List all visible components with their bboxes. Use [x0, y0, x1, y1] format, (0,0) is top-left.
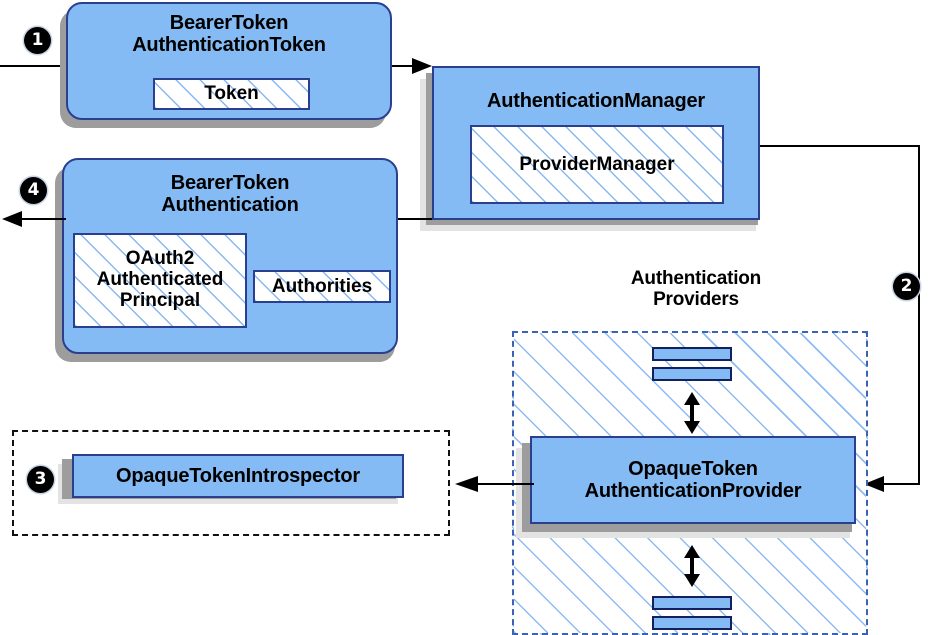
provider-stack-bottom-bar-1 — [652, 596, 732, 610]
title-line-1: OpaqueToken — [628, 457, 758, 480]
provider-manager-label: ProviderManager — [519, 153, 675, 175]
connector-manager-to-bearer-authentication — [396, 218, 432, 220]
connector-authentication-out-arrowhead — [2, 211, 22, 227]
bearer-token-authentication-token-box[interactable]: BearerToken AuthenticationToken Token — [66, 2, 392, 120]
principal-line-2: Authenticated — [96, 269, 224, 291]
connector-authentication-out-line — [10, 218, 66, 220]
title-line-1: BearerToken — [170, 172, 290, 194]
connector-manager-down-segment — [918, 145, 920, 485]
title-line-2: AuthenticationProvider — [584, 480, 802, 502]
badge-2: 2 — [893, 273, 920, 300]
opaque-token-introspector-container[interactable] — [12, 430, 450, 536]
token-inner-box[interactable]: Token — [153, 78, 310, 110]
opaque-token-introspector-box[interactable]: OpaqueTokenIntrospector — [72, 454, 404, 498]
title-line-2: Authentication — [161, 194, 299, 217]
badge-1-label: 1 — [31, 30, 44, 50]
connector-token-to-manager-line — [392, 65, 418, 67]
token-label: Token — [204, 83, 259, 104]
authorities-label: Authorities — [271, 275, 373, 297]
opaque-token-introspector-title: OpaqueTokenIntrospector — [116, 464, 360, 487]
caption-line-2: Providers — [653, 289, 739, 311]
principal-line-1: OAuth2 — [125, 248, 195, 270]
connector-manager-right-segment — [760, 145, 920, 147]
badge-4: 4 — [20, 177, 47, 204]
oauth2-authenticated-principal-label: OAuth2 Authenticated Principal — [96, 248, 224, 312]
caption-line-1: Authentication — [630, 268, 762, 289]
bearer-token-authentication-title: BearerToken Authentication — [64, 172, 396, 217]
badge-2-label: 2 — [900, 276, 913, 296]
badge-1: 1 — [24, 27, 51, 54]
badge-4-label: 4 — [27, 180, 40, 200]
provider-manager-inner-box[interactable]: ProviderManager — [470, 125, 724, 204]
badge-3: 3 — [27, 466, 54, 493]
oauth2-authenticated-principal-box[interactable]: OAuth2 Authenticated Principal — [73, 233, 247, 328]
authentication-manager-title: AuthenticationManager — [486, 90, 706, 112]
connector-into-provider-arrowhead — [864, 476, 884, 492]
connector-request-in — [0, 65, 72, 67]
authentication-providers-caption: Authentication Providers — [566, 268, 826, 311]
provider-stack-top-bar-2 — [652, 367, 732, 381]
authorities-box[interactable]: Authorities — [253, 270, 391, 303]
connector-provider-to-introspector-line — [478, 483, 534, 485]
title-line-1: BearerToken — [169, 12, 289, 34]
opaque-token-authentication-provider-box[interactable]: OpaqueToken AuthenticationProvider — [530, 436, 856, 524]
opaque-token-authentication-provider-title: OpaqueToken AuthenticationProvider — [585, 458, 802, 503]
badge-3-label: 3 — [34, 469, 47, 489]
provider-stack-bottom-bar-2 — [652, 616, 732, 630]
provider-stack-top-bar-1 — [652, 347, 732, 361]
bearer-token-authentication-box[interactable]: BearerToken Authentication OAuth2 Authen… — [62, 158, 398, 354]
connector-into-provider-segment — [880, 483, 920, 485]
provider-down-double-arrow-icon — [684, 545, 700, 587]
principal-line-3: Principal — [119, 289, 201, 311]
provider-up-double-arrow-icon — [684, 392, 700, 434]
connector-provider-to-introspector-arrowhead — [455, 476, 478, 492]
authentication-manager-box[interactable]: AuthenticationManager ProviderManager — [432, 66, 760, 220]
title-line-2: AuthenticationToken — [132, 34, 326, 57]
bearer-token-authentication-token-title: BearerToken AuthenticationToken — [68, 12, 390, 57]
connector-token-to-manager-arrowhead — [412, 58, 432, 74]
